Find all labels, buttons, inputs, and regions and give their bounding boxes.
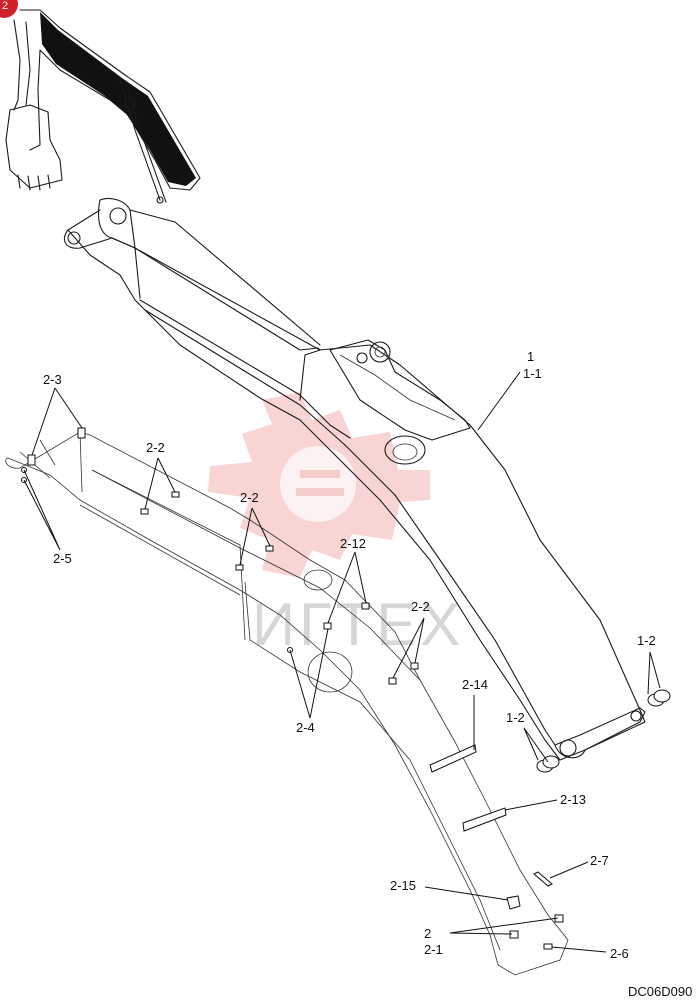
- callout-1-1: 1-1: [523, 366, 542, 381]
- watermark-text: ИГТЕХ: [252, 591, 464, 658]
- callout-2-2-a: 2-2: [146, 440, 165, 455]
- callout-2-7: 2-7: [590, 853, 609, 868]
- callout-1-2-left: 1-2: [506, 710, 525, 725]
- callout-2-15: 2-15: [390, 878, 416, 893]
- callout-2-6: 2-6: [610, 946, 629, 961]
- small-parts: [21, 427, 564, 950]
- callout-2-12: 2-12: [340, 536, 366, 551]
- callout-2: 2: [424, 926, 431, 941]
- callout-1-2-right: 1-2: [637, 633, 656, 648]
- callout-labels: 1 1-1 1-2 1-2 2-3 2-5 2-2 2-2 2-12 2-2 2…: [43, 349, 656, 961]
- callout-2-3: 2-3: [43, 372, 62, 387]
- callout-1: 1: [527, 349, 534, 364]
- svg-text:2: 2: [2, 0, 8, 12]
- callout-2-4: 2-4: [296, 720, 315, 735]
- callout-2-1: 2-1: [424, 942, 443, 957]
- callout-2-2-b: 2-2: [240, 490, 259, 505]
- bushing-1-2-right: [647, 689, 671, 707]
- drawing-code: DC06D090: [628, 984, 692, 999]
- boom-assembly: [63, 197, 671, 773]
- leader-lines: [23, 371, 661, 953]
- callout-2-13: 2-13: [560, 792, 586, 807]
- callout-2-14: 2-14: [462, 677, 488, 692]
- watermark-gear-icon: [208, 392, 430, 578]
- bushing-1-2-left: [536, 755, 560, 773]
- page-badge: 2: [0, 0, 18, 18]
- callout-2-2-c: 2-2: [411, 599, 430, 614]
- excavator-thumbnail-icon: [5, 9, 201, 204]
- callout-2-5: 2-5: [53, 551, 72, 566]
